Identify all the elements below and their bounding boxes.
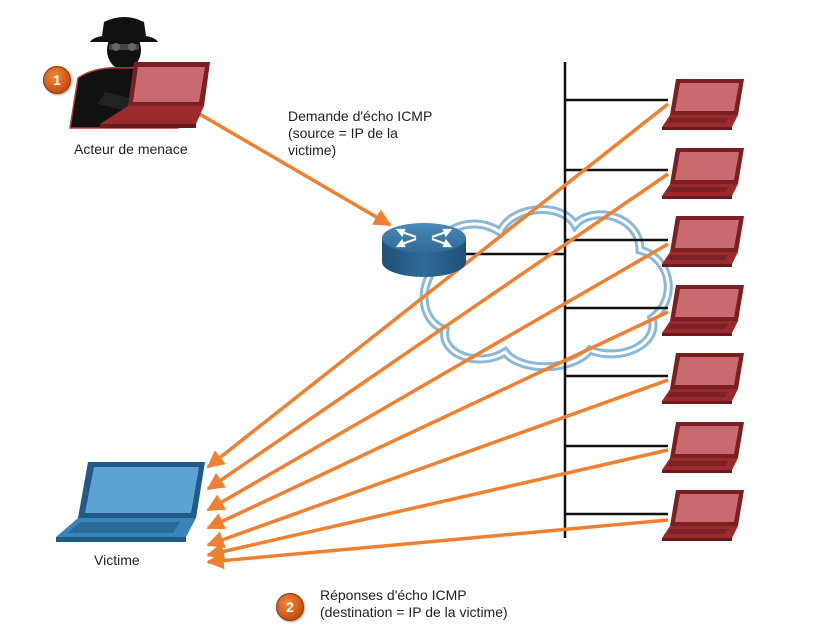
step-2-badge: 2 [276,593,304,621]
laptop-icon [662,490,744,541]
replies-label-line1: Réponses d'écho ICMP [320,587,467,603]
laptop-icon [662,422,744,473]
router-icon [382,223,466,277]
network-bus [455,62,668,538]
request-label-line2: (source = IP de la [288,125,398,141]
request-label-line3: victime) [288,142,337,158]
replies-label: Réponses d'écho ICMP (destination = IP d… [320,587,508,621]
laptop-icon [662,353,744,404]
victim-label: Victime [94,552,140,568]
request-label: Demande d'écho ICMP (source = IP de la v… [288,108,432,159]
replies-label-line2: (destination = IP de la victime) [320,604,508,620]
request-arrow [195,110,392,227]
laptop-icon [662,148,744,199]
request-label-line1: Demande d'écho ICMP [288,108,433,124]
attacker-label: Acteur de menace [74,141,188,157]
laptop-icon [662,216,744,267]
step-1-badge: 1 [43,66,71,94]
host-laptops [662,79,744,541]
reply-arrows [206,102,670,570]
attacker-laptop-icon [100,62,210,128]
victim-laptop-icon [56,462,205,542]
laptop-icon [662,79,744,130]
laptop-icon [662,285,744,336]
